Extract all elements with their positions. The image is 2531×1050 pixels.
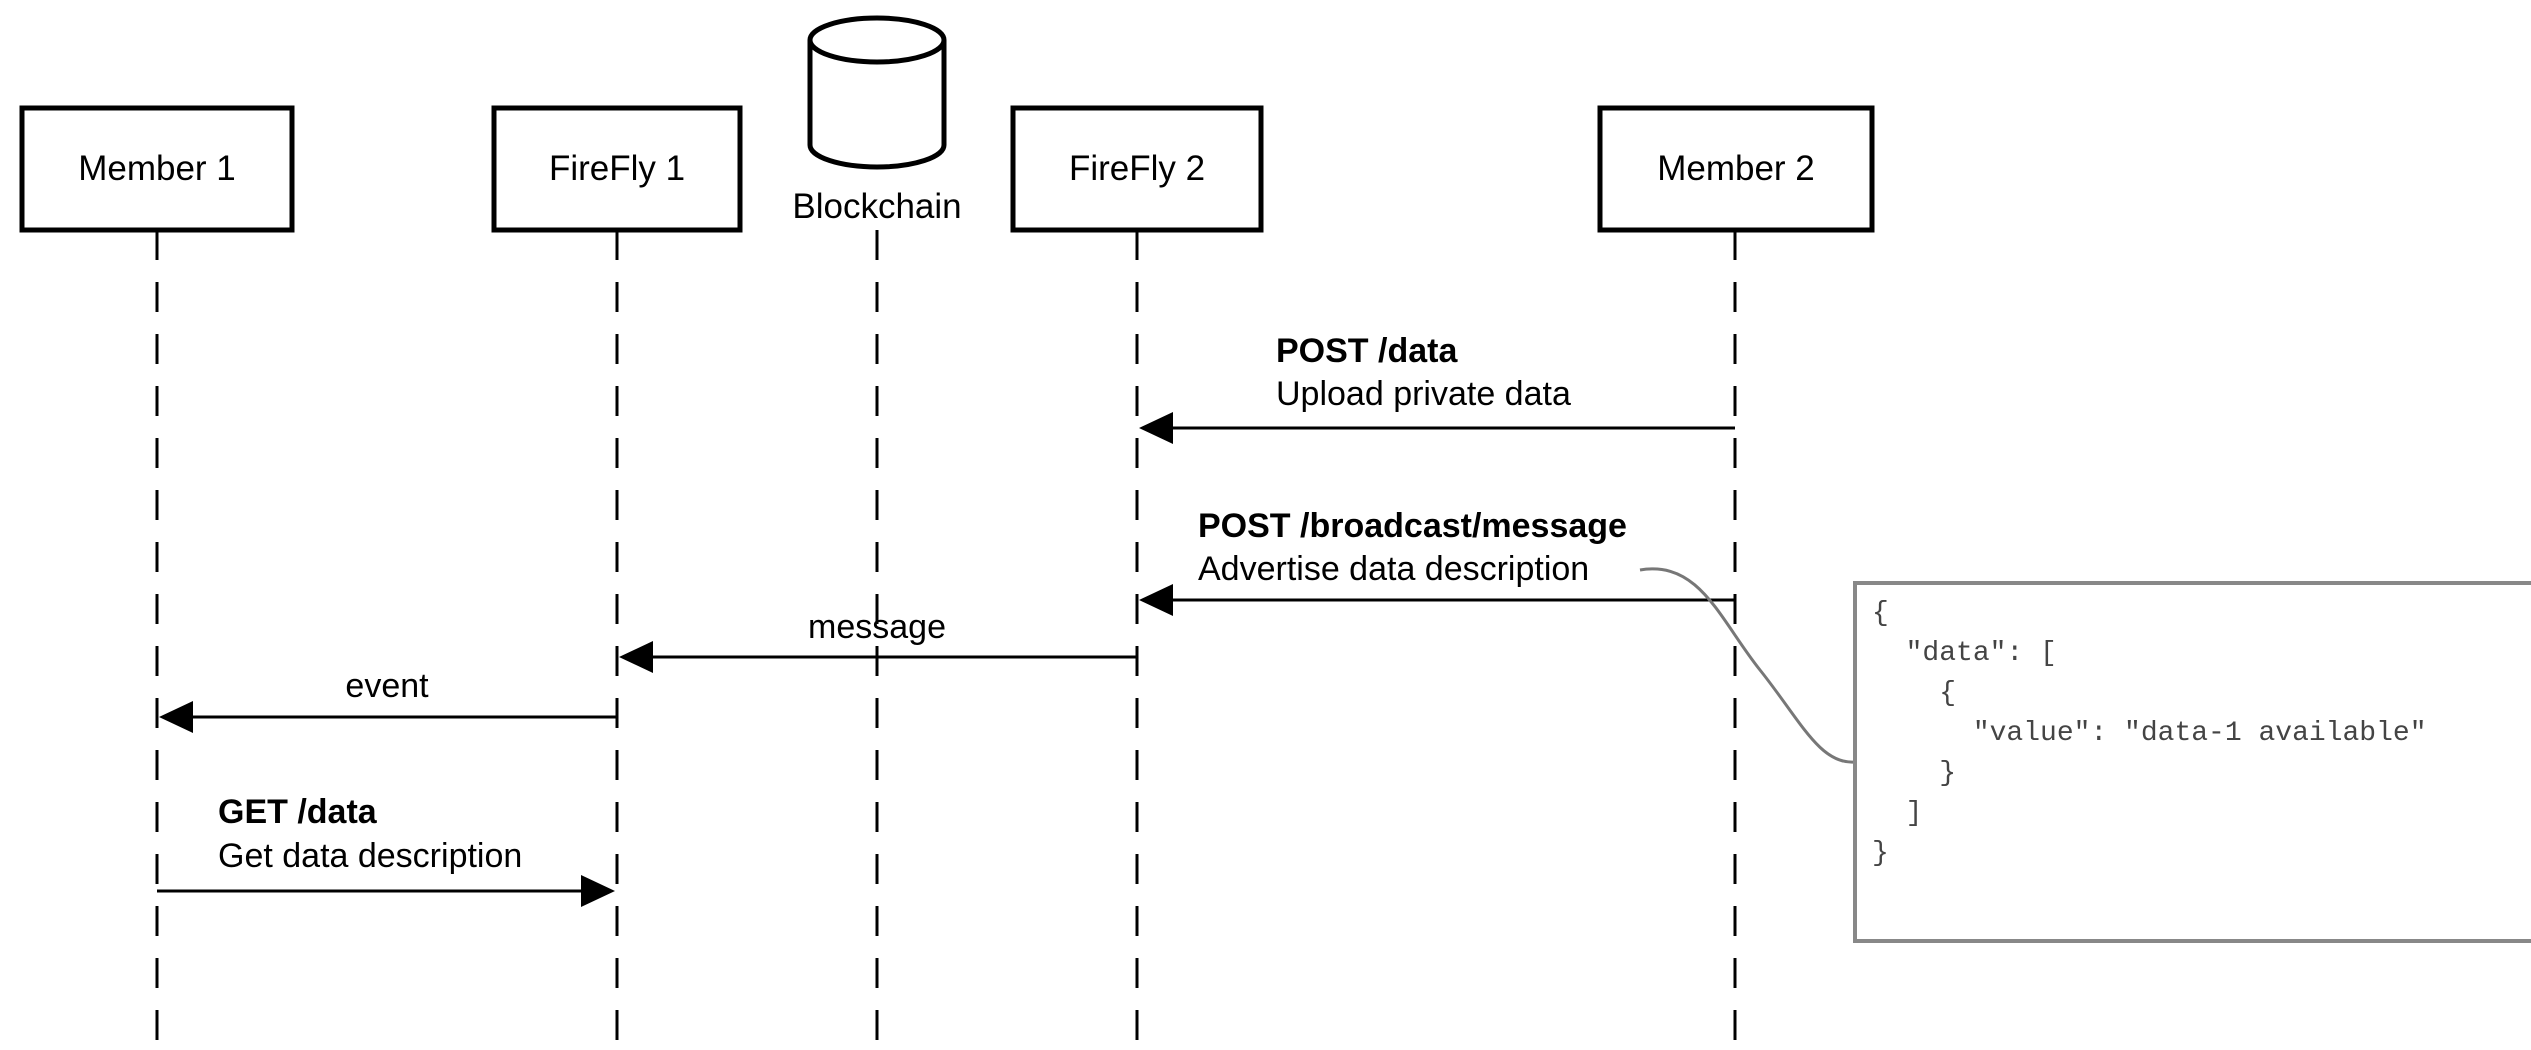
message-post-data-text: Upload private data	[1276, 375, 1571, 413]
json-note-box	[1853, 581, 2531, 943]
actor-blockchain: Blockchain	[792, 15, 962, 226]
note-connector	[1639, 567, 1856, 764]
actor-member-2: Member 2	[1597, 105, 1875, 233]
json-note-line-2: "data": [	[1872, 638, 2057, 669]
message-message-arrowhead	[619, 641, 653, 673]
message-event: event	[159, 667, 617, 733]
message-post-data-arrowhead	[1139, 412, 1173, 444]
actor-firefly-1: FireFly 1	[491, 105, 743, 233]
json-note-line-1: {	[1872, 598, 1889, 629]
message-event-arrowhead	[159, 701, 193, 733]
json-note-line-5: }	[1872, 758, 1956, 789]
message-get-data-title: GET /data	[218, 793, 378, 831]
message-broadcast-arrowhead	[1139, 584, 1173, 616]
json-note-line-6: ]	[1872, 798, 1922, 829]
json-note-line-3: {	[1872, 678, 1956, 709]
message-get-data-arrowhead	[581, 875, 615, 907]
message-broadcast: POST /broadcast/message Advertise data d…	[1139, 507, 1735, 616]
actor-member-1: Member 1	[19, 105, 295, 233]
message-get-data: GET /data Get data description	[157, 793, 615, 907]
message-post-data: POST /data Upload private data	[1139, 332, 1735, 444]
message-message-text: message	[808, 608, 946, 646]
message-message: message	[619, 608, 1137, 673]
message-broadcast-text: Advertise data description	[1198, 550, 1589, 588]
actor-blockchain-label: Blockchain	[792, 187, 961, 226]
message-event-text: event	[345, 667, 429, 705]
message-post-data-title: POST /data	[1276, 332, 1458, 370]
json-note: { "data": [ { "value": "data-1 available…	[1853, 581, 2531, 943]
actor-member-1-label: Member 1	[78, 149, 236, 188]
json-note-line-4: "value": "data-1 available"	[1872, 718, 2427, 749]
actor-firefly-2: FireFly 2	[1010, 105, 1264, 233]
json-note-line-7: }	[1872, 838, 1889, 869]
message-get-data-text: Get data description	[218, 837, 522, 875]
message-broadcast-title: POST /broadcast/message	[1198, 507, 1627, 545]
actor-member-2-label: Member 2	[1657, 149, 1815, 188]
actor-firefly-2-label: FireFly 2	[1069, 149, 1205, 188]
actor-firefly-1-label: FireFly 1	[549, 149, 685, 188]
database-icon	[807, 40, 947, 170]
